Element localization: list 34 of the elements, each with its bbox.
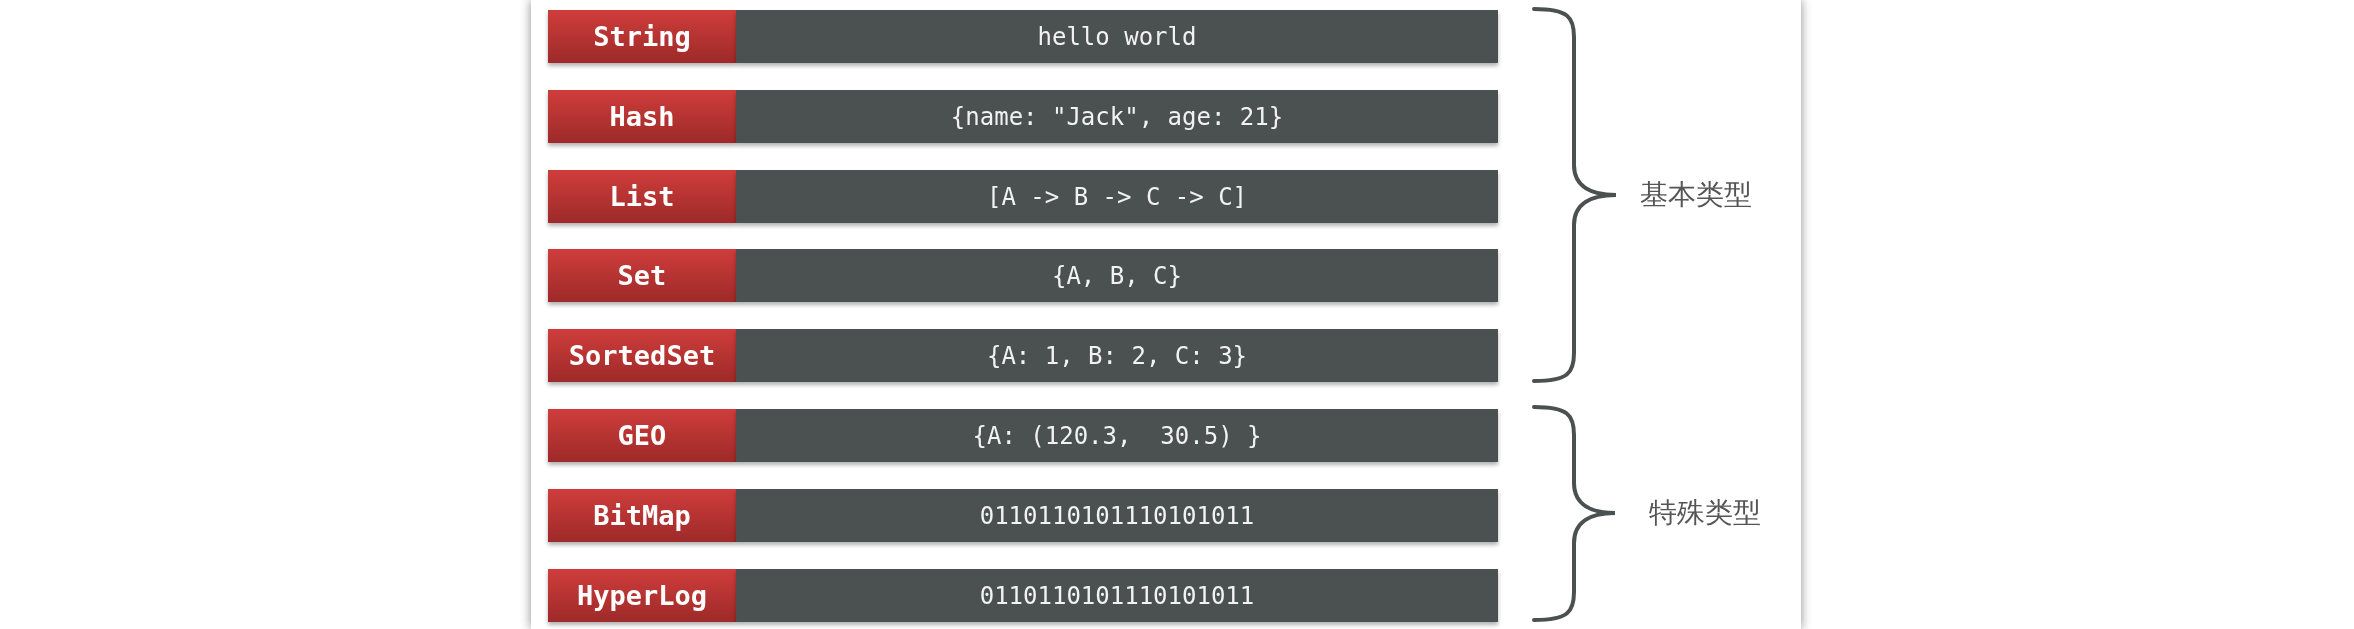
value-text: 0110110101110101011 [979,500,1255,531]
type-tag [548,10,736,63]
type-name: List [609,180,675,213]
value-text: {A: (120.3, 30.5) } [972,420,1262,451]
value-text: {A, B, C} [1051,260,1182,291]
type-name: Set [617,259,667,292]
value-bar [736,329,1498,382]
value-bar [736,10,1498,63]
value-text: [A -> B -> C -> C] [986,181,1248,212]
value-bar [736,170,1498,223]
group-label: 特殊类型 [1649,495,1761,531]
type-tag [548,90,736,143]
type-tag [548,569,736,622]
group-label: 基本类型 [1640,177,1752,213]
type-name: Hash [609,100,675,133]
type-tag [548,409,736,462]
value-text: {name: "Jack", age: 21} [950,101,1284,132]
type-tag [548,489,736,542]
value-bar [736,409,1498,462]
value-bar [736,249,1498,302]
type-tag [548,170,736,223]
type-name: String [593,20,691,53]
value-text: {A: 1, B: 2, C: 3} [986,340,1248,371]
value-bar [736,569,1498,622]
type-name: HyperLog [576,579,707,612]
type-tag [548,329,736,382]
type-name: SortedSet [568,339,716,372]
type-name: GEO [617,419,667,452]
value-text: 0110110101110101011 [979,580,1255,611]
value-text: hello world [1037,21,1197,52]
value-bar [736,489,1498,542]
value-bar [736,90,1498,143]
type-tag [548,249,736,302]
type-name: BitMap [593,499,691,532]
